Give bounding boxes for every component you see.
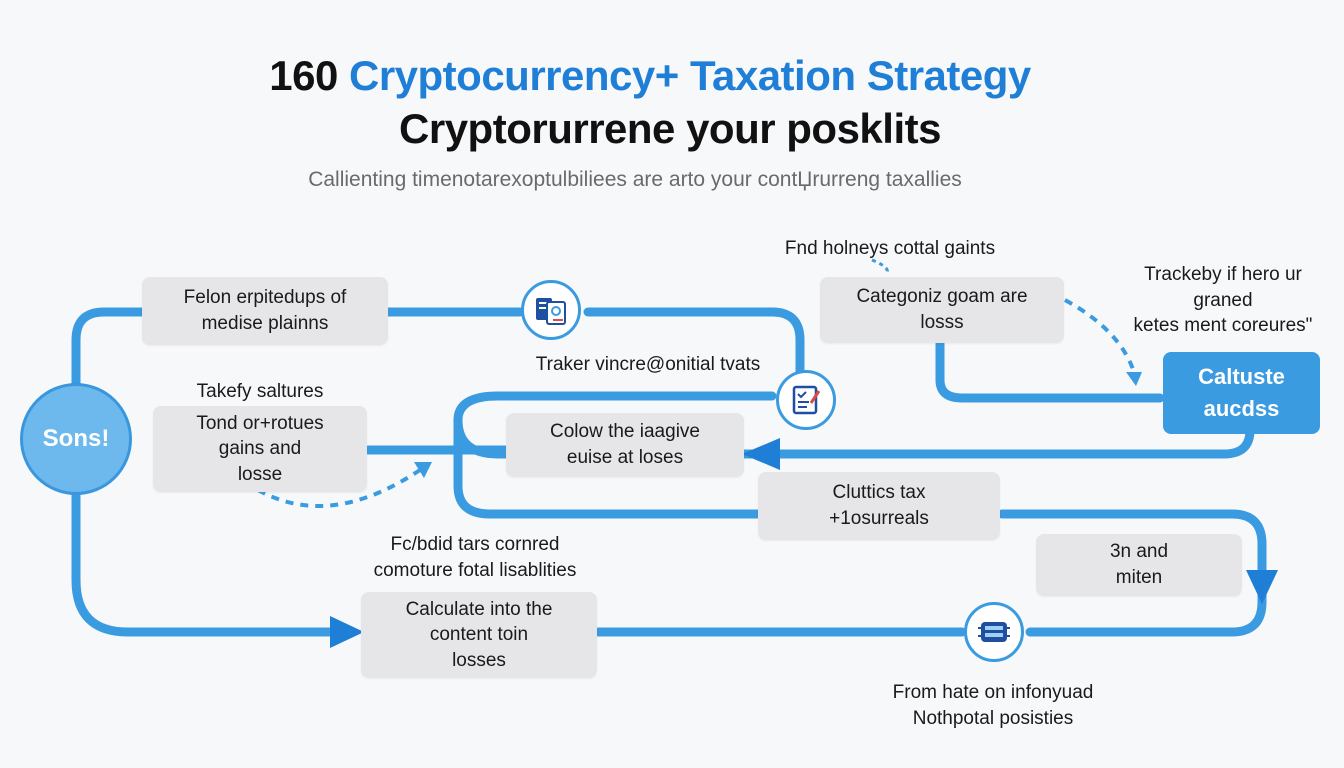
checklist-icon-circle xyxy=(776,370,836,430)
annotation-fnd-holneys: Fnd holneys cottal gaints xyxy=(784,238,996,259)
connector-top-right xyxy=(583,307,805,377)
node-colow-iaagive: Colow the iaagive euise at loses xyxy=(506,413,744,477)
documents-icon xyxy=(536,298,566,325)
connector-middle-lower xyxy=(453,415,763,519)
connector-cluttics-right xyxy=(997,509,1267,575)
node-label: Colow the iaagive euise at loses xyxy=(550,421,700,468)
annotation-takefy-saltures: Takefy saltures xyxy=(196,381,324,402)
annotation-from-hate: From hate on infonyuad Nothpotal posisti… xyxy=(892,682,1094,729)
checklist-icon xyxy=(792,385,821,415)
node-label: 3n and miten xyxy=(1109,541,1169,588)
node-label: Calculate into the content toin losses xyxy=(405,598,553,671)
title-highlight: Cryptocurrency+ Taxation Strategy xyxy=(348,52,1031,99)
node-label: Felon erpitedups of medise plainns xyxy=(183,287,347,334)
node-3n-and-miten: 3n and miten xyxy=(1036,534,1242,596)
connector-start-bottom xyxy=(71,491,337,637)
page-subtitle: Cryptorurrene your posklits xyxy=(399,105,941,152)
tagline: Callienting timenotarexoptulbiliees are … xyxy=(308,168,962,191)
arrowhead-middle xyxy=(742,438,780,470)
start-node: Sons! xyxy=(20,383,132,495)
annotation-trackeby: Trackeby if hero ur graned ketes ment co… xyxy=(1133,264,1313,337)
dashed-arrow-left-head xyxy=(414,462,432,478)
node-tond-gains: Tond or+rotues gains and losse xyxy=(153,406,367,492)
node-calculate-into: Calculate into the content toin losses xyxy=(361,592,597,678)
dashed-arrow-top xyxy=(871,258,889,276)
accent-node-label: Caltuste aucdss xyxy=(1198,364,1285,421)
database-icon xyxy=(978,622,1010,642)
dashed-arrow-right-head xyxy=(1126,372,1142,386)
connector-right-top xyxy=(935,339,1165,403)
dashed-arrow-right xyxy=(1064,298,1136,373)
dashed-arrow-left xyxy=(257,468,422,508)
annotation-fcbdid: Fc/bdid tars cornred comoture fotal lisa… xyxy=(373,534,577,581)
start-node-label: Sons! xyxy=(42,425,110,452)
node-cluttics-tax: Cluttics tax +1osurreals xyxy=(758,472,1000,540)
database-icon-circle xyxy=(964,602,1024,662)
arrowhead-bottom xyxy=(330,616,364,648)
connector-start-top xyxy=(71,307,147,390)
node-label: Cluttics tax +1osurreals xyxy=(829,482,929,529)
page-title: 160 Cryptocurrency+ Taxation Strategy xyxy=(0,52,1300,100)
arrowhead-right xyxy=(1246,570,1278,604)
annotation-traker-vincre: Traker vincre@onitial tvats xyxy=(535,354,761,375)
node-label: Categoniz goam are losss xyxy=(856,286,1028,333)
documents-icon-circle xyxy=(521,280,581,340)
title-number: 160 xyxy=(269,52,338,99)
node-label: Tond or+rotues gains and losse xyxy=(196,412,324,485)
node-caltuste-accent: Caltuste aucdss xyxy=(1163,352,1320,434)
node-felon-erpitedups: Felon erpitedups of medise plainns xyxy=(142,277,388,345)
node-categoniz: Categoniz goam are losss xyxy=(820,277,1064,343)
